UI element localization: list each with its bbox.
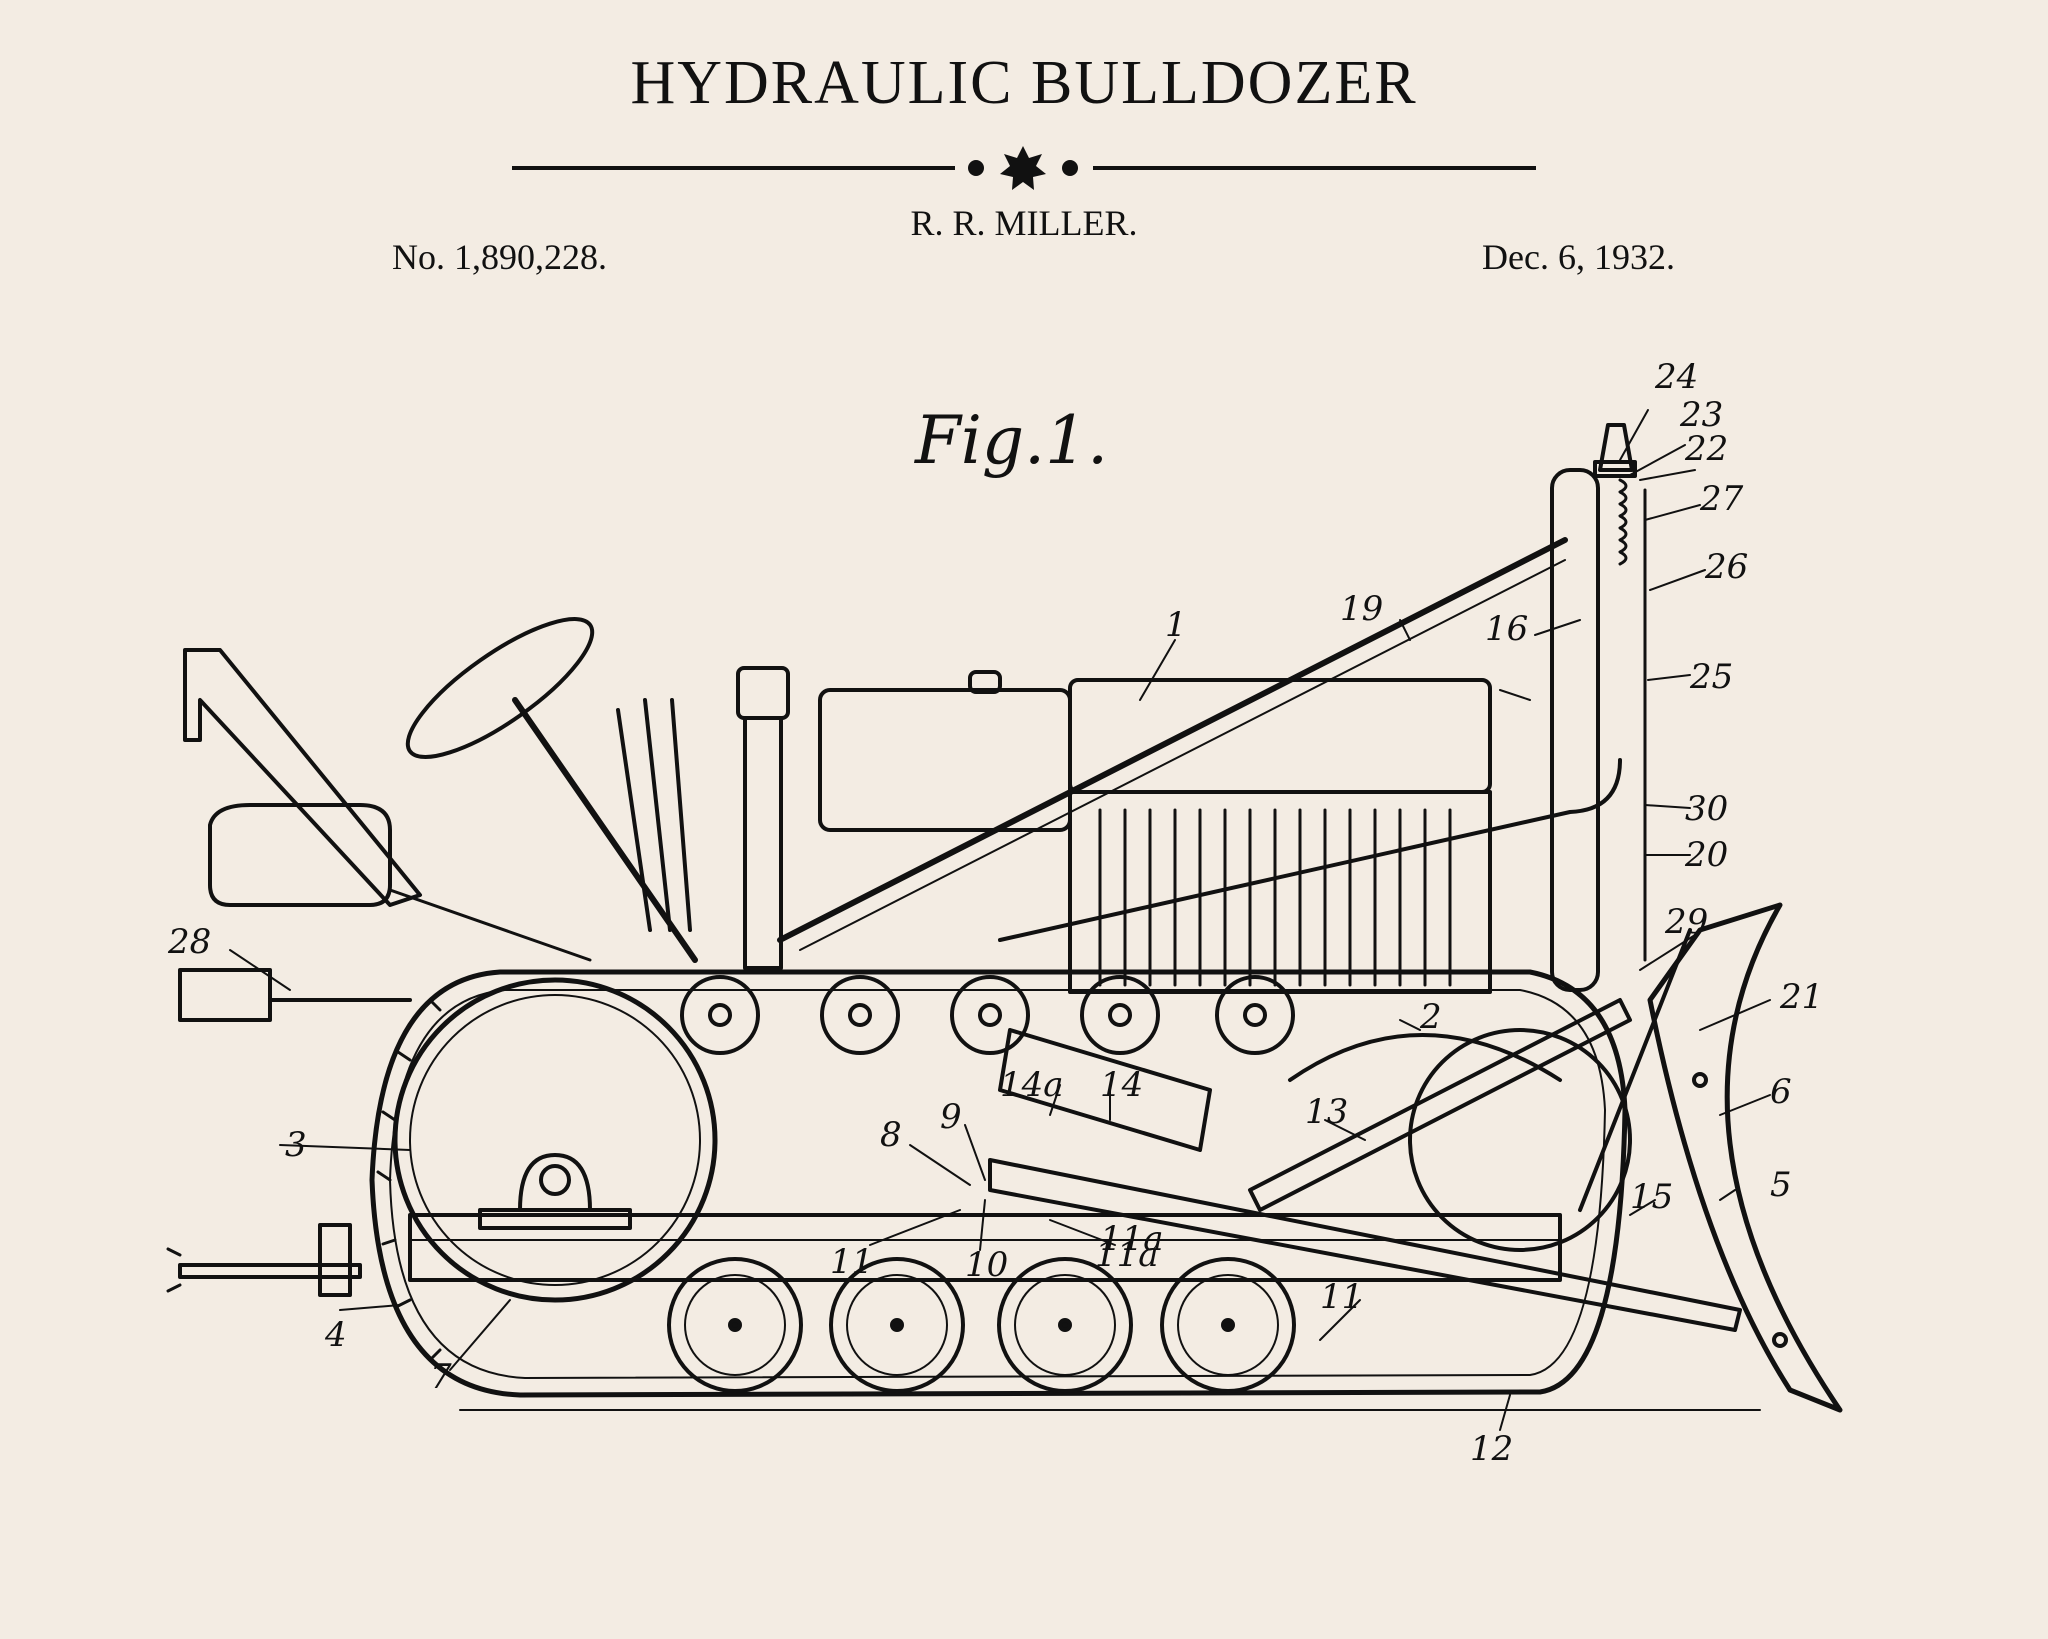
ref-numeral: 6 [1770, 1072, 1792, 1112]
ref-numeral: 29 [1665, 902, 1709, 942]
ref-numeral: 22 [1685, 429, 1729, 469]
ref-numeral: 2 [1420, 997, 1442, 1037]
patent-number: No. 1,890,228. [392, 237, 607, 277]
ref-numeral: 14 [1100, 1065, 1144, 1105]
drawbar [178, 1263, 362, 1279]
bulldozer-blade [1647, 902, 1843, 1413]
ref-numeral: 26 [1705, 547, 1749, 587]
return-rollers [680, 975, 1295, 1055]
ref-numeral: 15 [1630, 1177, 1674, 1217]
ref-numeral: 16 [1485, 609, 1529, 649]
ref-numeral: 13 [1305, 1092, 1349, 1132]
seat [208, 803, 392, 907]
ref-numeral: 5 [1770, 1165, 1792, 1205]
engine-hood [1068, 678, 1492, 794]
ref-numeral: 1 [1165, 605, 1187, 645]
drive-sprocket [392, 977, 718, 1303]
ref-numeral: 12 [1470, 1429, 1514, 1469]
bulldozer-drawing [166, 409, 1843, 1431]
divider-ornament [512, 146, 1536, 190]
ref-numeral: 11 [1320, 1277, 1364, 1317]
push-arm [988, 1158, 1742, 1332]
crawler-track [369, 969, 1628, 1398]
exhaust-stack [736, 666, 790, 720]
ref-numeral: 19 [1340, 589, 1384, 629]
ref-numeral: 21 [1780, 977, 1824, 1017]
ref-numeral: 7 [430, 1357, 452, 1397]
ref-numeral: 3 [285, 1125, 307, 1165]
front-idler [1288, 1033, 1562, 1082]
ref-numeral: 28 [168, 922, 212, 962]
ref-numeral: 27 [1700, 479, 1744, 519]
ref-numeral: 4 [325, 1315, 347, 1355]
star-icon [1000, 146, 1046, 190]
ref-numeral: 23 [1680, 395, 1724, 435]
ref-numeral: 20 [1685, 835, 1729, 875]
ref-numeral: 11a [1100, 1219, 1164, 1259]
page-title: HYDRAULIC BULLDOZER [630, 49, 1418, 117]
figure-label: Fig.1. [915, 402, 1109, 479]
seat-back [183, 648, 422, 907]
ref-numeral: 10 [965, 1245, 1009, 1285]
steering-wheel [405, 617, 595, 759]
ref-numeral: 30 [1685, 789, 1729, 829]
fuel-tank [818, 688, 1072, 832]
patent-date: Dec. 6, 1932. [1482, 237, 1675, 277]
ref-numeral: 25 [1690, 657, 1734, 697]
ref-numeral: 24 [1655, 357, 1699, 397]
hydraulic-column [1550, 468, 1600, 992]
ref-numeral: 11 [830, 1242, 874, 1282]
ref-numeral: 14a [1000, 1065, 1064, 1105]
ref-numeral: 8 [880, 1115, 902, 1155]
ref-numeral: 9 [940, 1097, 962, 1137]
ref-numeral: 11a [1095, 1235, 1159, 1275]
road-wheels [667, 1257, 1296, 1393]
inventor-name: R. R. MILLER. [910, 203, 1138, 243]
